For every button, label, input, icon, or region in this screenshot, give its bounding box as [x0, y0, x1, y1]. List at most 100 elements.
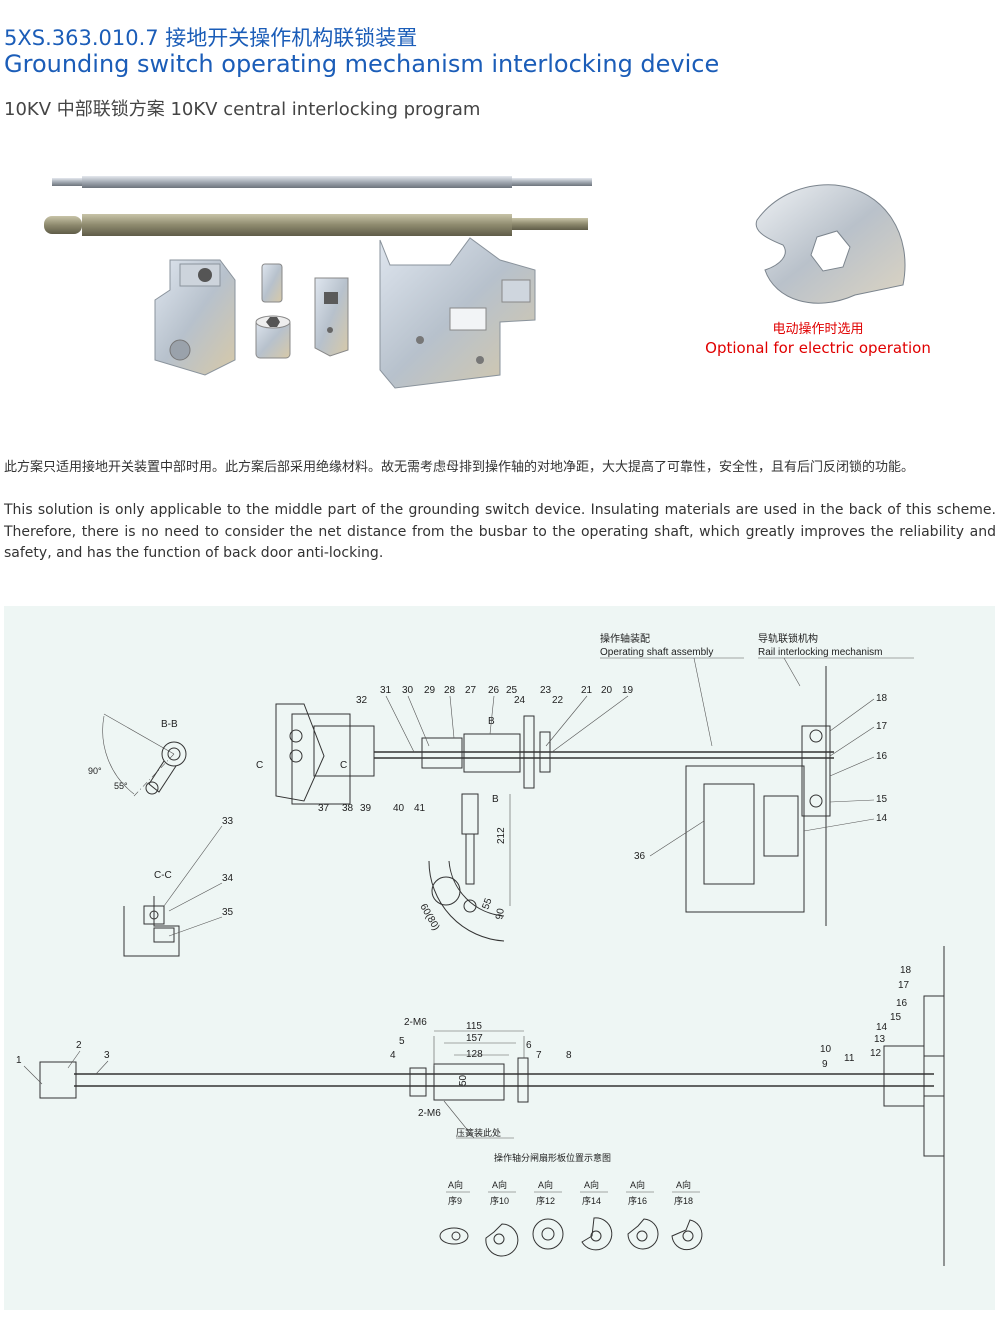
bottom-part-numbers: 1 2 3 4 5 6 7 8 9 10 11 12 13 14 15 16 1…: [16, 965, 912, 1070]
dim-90: 90: [494, 907, 507, 920]
interlock-frame: [379, 237, 536, 389]
dim-60-80: 60(80): [417, 902, 441, 933]
cc-num-34: 34: [222, 873, 234, 884]
bot-num-18: 18: [900, 965, 912, 976]
dim-50: 50: [458, 1074, 469, 1086]
top-num-27: 27: [465, 685, 477, 696]
bot-num-6: 6: [526, 1040, 532, 1051]
right-num-15: 15: [876, 794, 888, 805]
fan-plate-2: A向 序10: [485, 1179, 519, 1257]
right-num-17: 17: [876, 721, 888, 732]
fan-plate-6: A向 序18: [671, 1179, 703, 1251]
fan-plate-5: A向 序16: [626, 1179, 659, 1250]
dim-128: 128: [466, 1049, 483, 1060]
technical-drawing: 操作轴装配 Operating shaft assembly 导轨联锁机构 Ra…: [4, 606, 995, 1310]
fan-plate-4: A向 序14: [580, 1179, 613, 1251]
svg-text:序10: 序10: [490, 1195, 509, 1206]
label-shaft-cn: 操作轴装配: [600, 632, 650, 645]
top-num-26: 26: [488, 685, 500, 696]
bot-num-7: 7: [536, 1050, 542, 1061]
top-num-25: 25: [506, 685, 518, 696]
left-num-39: 39: [360, 803, 372, 814]
left-num-40: 40: [393, 803, 405, 814]
bot-num-12: 12: [870, 1048, 882, 1059]
label-rail-en: Rail interlocking mechanism: [758, 647, 883, 658]
letter-b-bottom: B: [492, 794, 499, 805]
svg-text:序9: 序9: [448, 1195, 462, 1206]
bot-num-17: 17: [898, 980, 910, 991]
description-chinese: 此方案只适用接地开关装置中部时用。此方案后部采用绝缘材料。故无需考虑母排到操作轴…: [4, 460, 915, 475]
fan-plate-title: 操作轴分闸扇形板位置示意图: [494, 1152, 611, 1163]
bot-num-2: 2: [76, 1040, 82, 1051]
top-num-23: 23: [540, 685, 552, 696]
top-num-28: 28: [444, 685, 456, 696]
fan-plate-3: A向 序12: [532, 1179, 564, 1250]
cam-caption-english: Optional for electric operation: [705, 339, 931, 357]
svg-text:序16: 序16: [628, 1195, 647, 1206]
top-part-numbers: 31 30 29 28 27 26 25 24 23 22 21 20 19: [380, 685, 634, 706]
product-parts-photo: [30, 160, 610, 410]
svg-text:序18: 序18: [674, 1195, 693, 1206]
bot-num-15: 15: [890, 1012, 902, 1023]
rod-lower: [44, 214, 588, 236]
top-num-24: 24: [514, 695, 526, 706]
top-num-19: 19: [622, 685, 634, 696]
right-num-18: 18: [876, 693, 888, 704]
left-num-37: 37: [318, 803, 330, 814]
bot-num-8: 8: [566, 1050, 572, 1061]
mounting-bracket: [154, 259, 236, 376]
fan-plate-row: A向 序9 A向 序10 A向 序12 A向: [439, 1179, 703, 1257]
bot-num-13: 13: [874, 1034, 886, 1045]
bot-num-9: 9: [822, 1059, 828, 1070]
bot-num-14: 14: [876, 1022, 888, 1033]
letter-c-right: C: [340, 760, 347, 771]
dim-115: 115: [466, 1021, 482, 1032]
label-rail-cn: 导轨联锁机构: [758, 632, 818, 645]
bot-num-4: 4: [390, 1050, 396, 1061]
top-num-29: 29: [424, 685, 436, 696]
rod-upper: [52, 176, 592, 188]
bot-num-5: 5: [399, 1036, 405, 1047]
bot-num-10: 10: [820, 1044, 832, 1055]
svg-text:A向: A向: [538, 1179, 553, 1190]
left-num-38: 38: [342, 803, 354, 814]
left-num-32: 32: [356, 695, 368, 706]
right-num-16: 16: [876, 751, 888, 762]
dim-157: 157: [466, 1033, 483, 1044]
slotted-plate: [314, 277, 349, 357]
cam-plate-photo: [735, 175, 915, 315]
spring-note: 压簧装此处: [456, 1127, 501, 1138]
svg-text:A向: A向: [676, 1179, 691, 1190]
bot-num-1: 1: [16, 1055, 22, 1066]
dim-55: 55: [480, 896, 494, 911]
section-cc-label: C-C: [154, 870, 172, 881]
svg-text:A向: A向: [448, 1179, 463, 1190]
hex-coupling: [255, 263, 291, 359]
cam-caption-chinese: 电动操作时选用: [772, 322, 864, 337]
bot-num-16: 16: [896, 998, 908, 1009]
title-english: Grounding switch operating mechanism int…: [4, 50, 720, 78]
left-num-41: 41: [414, 803, 426, 814]
description-english: This solution is only applicable to the …: [4, 502, 996, 561]
bot-num-3: 3: [104, 1050, 110, 1061]
section-bb-label: B-B: [161, 719, 178, 730]
svg-text:A向: A向: [630, 1179, 645, 1190]
fan-plate-1: A向 序9: [439, 1179, 470, 1245]
angle-90-label: 90°: [88, 766, 102, 776]
top-num-30: 30: [402, 685, 414, 696]
title-chinese: 5XS.363.010.7 接地开关操作机构联锁装置: [4, 26, 418, 50]
svg-text:序14: 序14: [582, 1195, 601, 1206]
bot-num-11: 11: [844, 1053, 855, 1064]
m6-top: 2-M6: [404, 1017, 427, 1028]
letter-c-left: C: [256, 760, 263, 771]
cc-num-35: 35: [222, 907, 234, 918]
top-num-31: 31: [380, 685, 392, 696]
subtitle: 10KV 中部联锁方案 10KV central interlocking pr…: [4, 99, 481, 120]
label-shaft-en: Operating shaft assembly: [600, 647, 713, 658]
angle-55-label: 55°: [114, 781, 128, 791]
svg-text:序12: 序12: [536, 1195, 555, 1206]
right-num-14: 14: [876, 813, 888, 824]
top-num-22: 22: [552, 695, 564, 706]
cc-num-33: 33: [222, 816, 234, 827]
m6-bottom: 2-M6: [418, 1108, 441, 1119]
